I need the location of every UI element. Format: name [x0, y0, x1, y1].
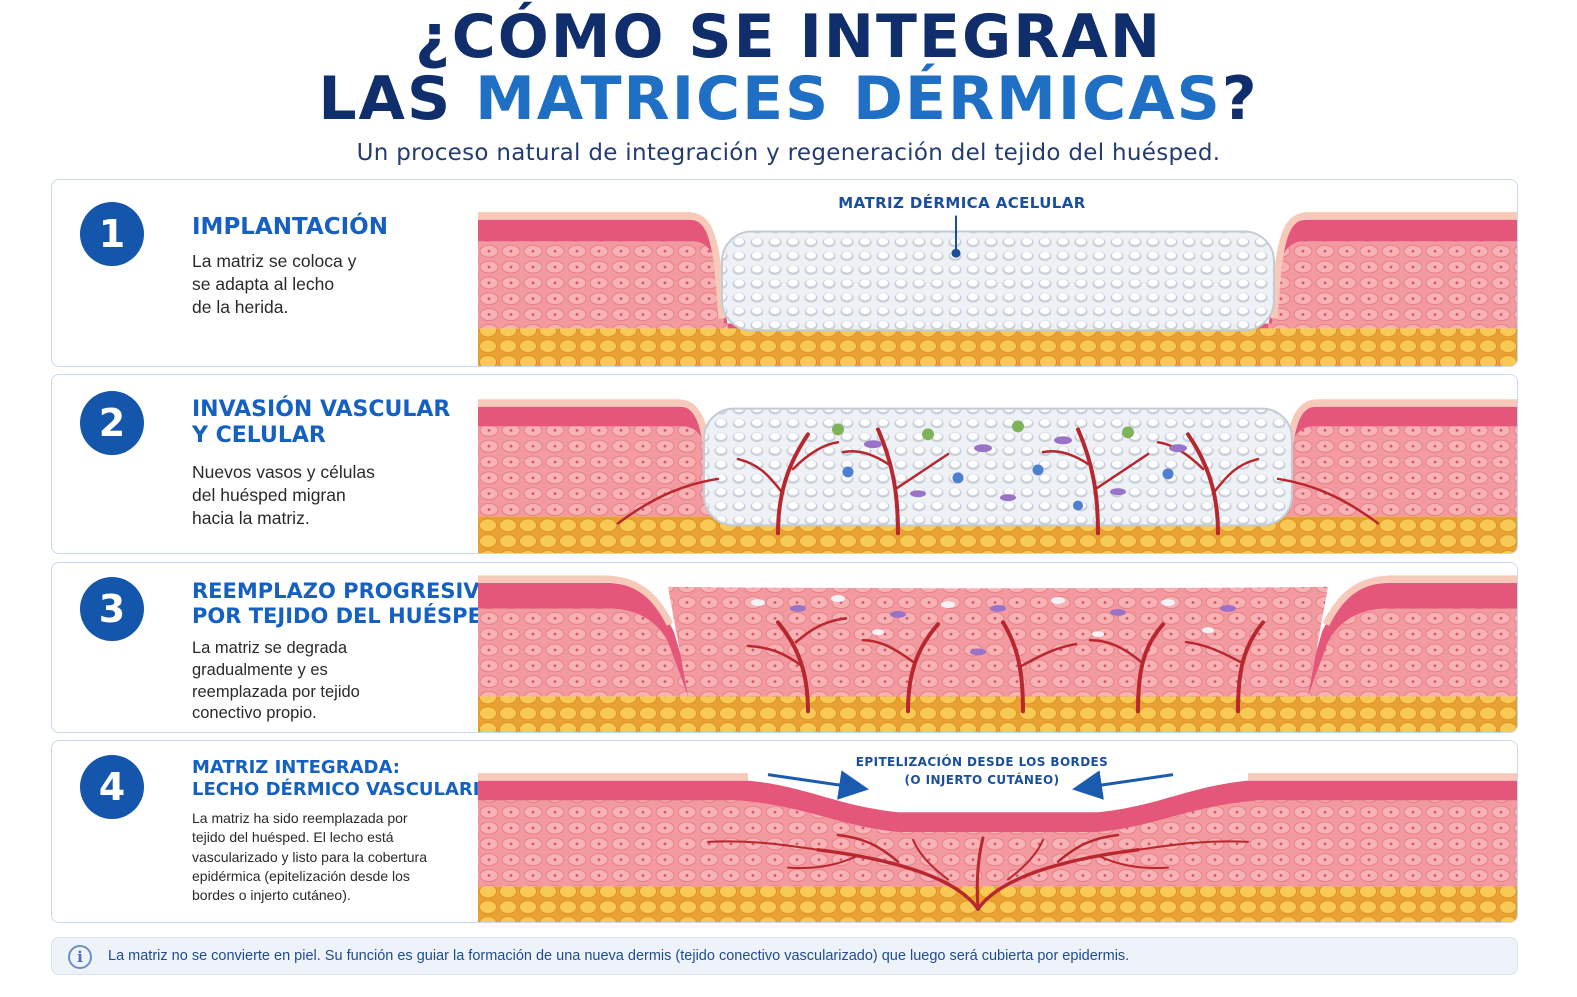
page-title-line-2: LAS MATRICES DÉRMICAS? — [0, 68, 1577, 130]
step-1-title: IMPLANTACIÓN — [192, 214, 388, 242]
right-epithelialization-arrow — [1072, 770, 1174, 800]
host-cells — [832, 420, 1187, 511]
info-footer: i La matriz no se convierte en piel. Su … — [51, 937, 1518, 975]
blood-vessels — [616, 427, 1380, 536]
step-1-number: 1 — [80, 202, 144, 266]
step-3-card: 3 REEMPLAZO PROGRESIVO POR TEJIDO DEL HU… — [51, 562, 1518, 733]
step-3-desc-line: reemplazada por tejido — [192, 682, 360, 701]
step-1-desc-line: se adapta al lecho — [192, 274, 335, 295]
step-1-title-line: IMPLANTACIÓN — [192, 214, 388, 240]
step-2-description: Nuevos vasos y células del huésped migra… — [192, 461, 375, 530]
matrix-callout-label: MATRIZ DÉRMICA ACELULAR — [838, 194, 1086, 212]
step-3-title-line: REEMPLAZO PROGRESIVO — [192, 579, 498, 603]
step-1-description: La matriz se coloca y se adapta al lecho… — [192, 250, 356, 319]
page-title-line-1: ¿CÓMO SE INTEGRAN — [414, 2, 1163, 72]
epithelialization-callout-label: EPITELIZACIÓN DESDE LOS BORDES (O INJERT… — [832, 753, 1132, 789]
page-title-suffix: ? — [1221, 64, 1259, 134]
page-subtitle: Un proceso natural de integración y rege… — [356, 140, 1221, 166]
step-4-desc-line: epidérmica (epitelización desde los — [192, 867, 410, 884]
step-1-illustration — [478, 180, 1517, 366]
step-3-desc-line: gradualmente y es — [192, 660, 328, 679]
left-epithelialization-arrow — [767, 770, 869, 800]
step-2-desc-line: hacia la matriz. — [192, 508, 310, 529]
step-4-text-column: 4 MATRIZ INTEGRADA: LECHO DÉRMICO VASCUL… — [52, 741, 537, 922]
skin-cross-section-vascular-invasion — [478, 375, 1517, 553]
skin-cross-section-progressive-replacement — [478, 563, 1517, 732]
step-4-description: La matriz ha sido reemplazada por tejido… — [192, 809, 427, 906]
step-4-number: 4 — [80, 755, 144, 819]
step-4-title-line: LECHO DÉRMICO VASCULARIZADO — [192, 778, 537, 800]
step-2-card: 2 INVASIÓN VASCULAR Y CELULAR Nuevos vas… — [51, 374, 1518, 554]
info-icon: i — [68, 945, 92, 969]
skin-cross-section-implantation — [478, 180, 1517, 366]
step-1-card: 1 IMPLANTACIÓN La matriz se coloca y se … — [51, 179, 1518, 367]
step-3-desc-line: conectivo propio. — [192, 704, 317, 723]
step-2-desc-line: Nuevos vasos y células — [192, 462, 375, 482]
step-2-desc-line: del huésped migran — [192, 485, 346, 506]
step-3-number: 3 — [80, 577, 144, 641]
matrix-remnants — [751, 595, 1236, 656]
step-2-title-line: Y CELULAR — [192, 423, 326, 449]
skin-cross-section-integrated — [478, 741, 1517, 922]
step-1-desc-line: de la herida. — [192, 297, 289, 318]
page-title-prefix: LAS — [318, 64, 476, 134]
step-4-desc-line: vascularizado y listo para la cobertura — [192, 848, 428, 865]
callout-line: EPITELIZACIÓN DESDE LOS BORDES — [855, 755, 1109, 769]
step-4-card: 4 MATRIZ INTEGRADA: LECHO DÉRMICO VASCUL… — [51, 740, 1518, 923]
header: ¿CÓMO SE INTEGRAN LAS MATRICES DÉRMICAS?… — [0, 0, 1577, 166]
step-2-title: INVASIÓN VASCULAR Y CELULAR — [192, 397, 450, 450]
callout-line: (O INJERTO CUTÁNEO) — [904, 773, 1060, 787]
step-2-illustration — [478, 375, 1517, 553]
footer-text: La matriz no se convierte en piel. Su fu… — [108, 948, 1130, 964]
step-1-text-column: 1 IMPLANTACIÓN La matriz se coloca y se … — [52, 180, 478, 366]
step-2-number: 2 — [80, 391, 144, 455]
step-2-title-line: INVASIÓN VASCULAR — [192, 397, 451, 422]
step-4-desc-line: tejido del huésped. El lecho está — [192, 829, 394, 846]
step-4-desc-line: bordes o injerto cutáneo). — [192, 887, 351, 904]
step-3-title-line: POR TEJIDO DEL HUÉSPED — [192, 604, 500, 629]
step-3-text-column: 3 REEMPLAZO PROGRESIVO POR TEJIDO DEL HU… — [52, 563, 499, 732]
step-1-desc-line: La matriz se coloca y — [192, 251, 357, 271]
page-title-accent: MATRICES DÉRMICAS — [475, 64, 1222, 134]
step-3-title: REEMPLAZO PROGRESIVO POR TEJIDO DEL HUÉS… — [192, 579, 499, 629]
step-4-desc-line: La matriz ha sido reemplazada por — [192, 810, 408, 826]
step-4-illustration — [478, 741, 1517, 922]
step-3-illustration — [478, 563, 1517, 732]
step-3-description: La matriz se degrada gradualmente y es r… — [192, 638, 360, 725]
step-3-desc-line: La matriz se degrada — [192, 639, 348, 657]
step-4-title-line: MATRIZ INTEGRADA: — [192, 757, 400, 778]
blood-vessels — [707, 833, 1249, 911]
step-2-text-column: 2 INVASIÓN VASCULAR Y CELULAR Nuevos vas… — [52, 375, 478, 553]
blood-vessels — [746, 617, 1265, 714]
step-4-title: MATRIZ INTEGRADA: LECHO DÉRMICO VASCULAR… — [192, 757, 537, 800]
